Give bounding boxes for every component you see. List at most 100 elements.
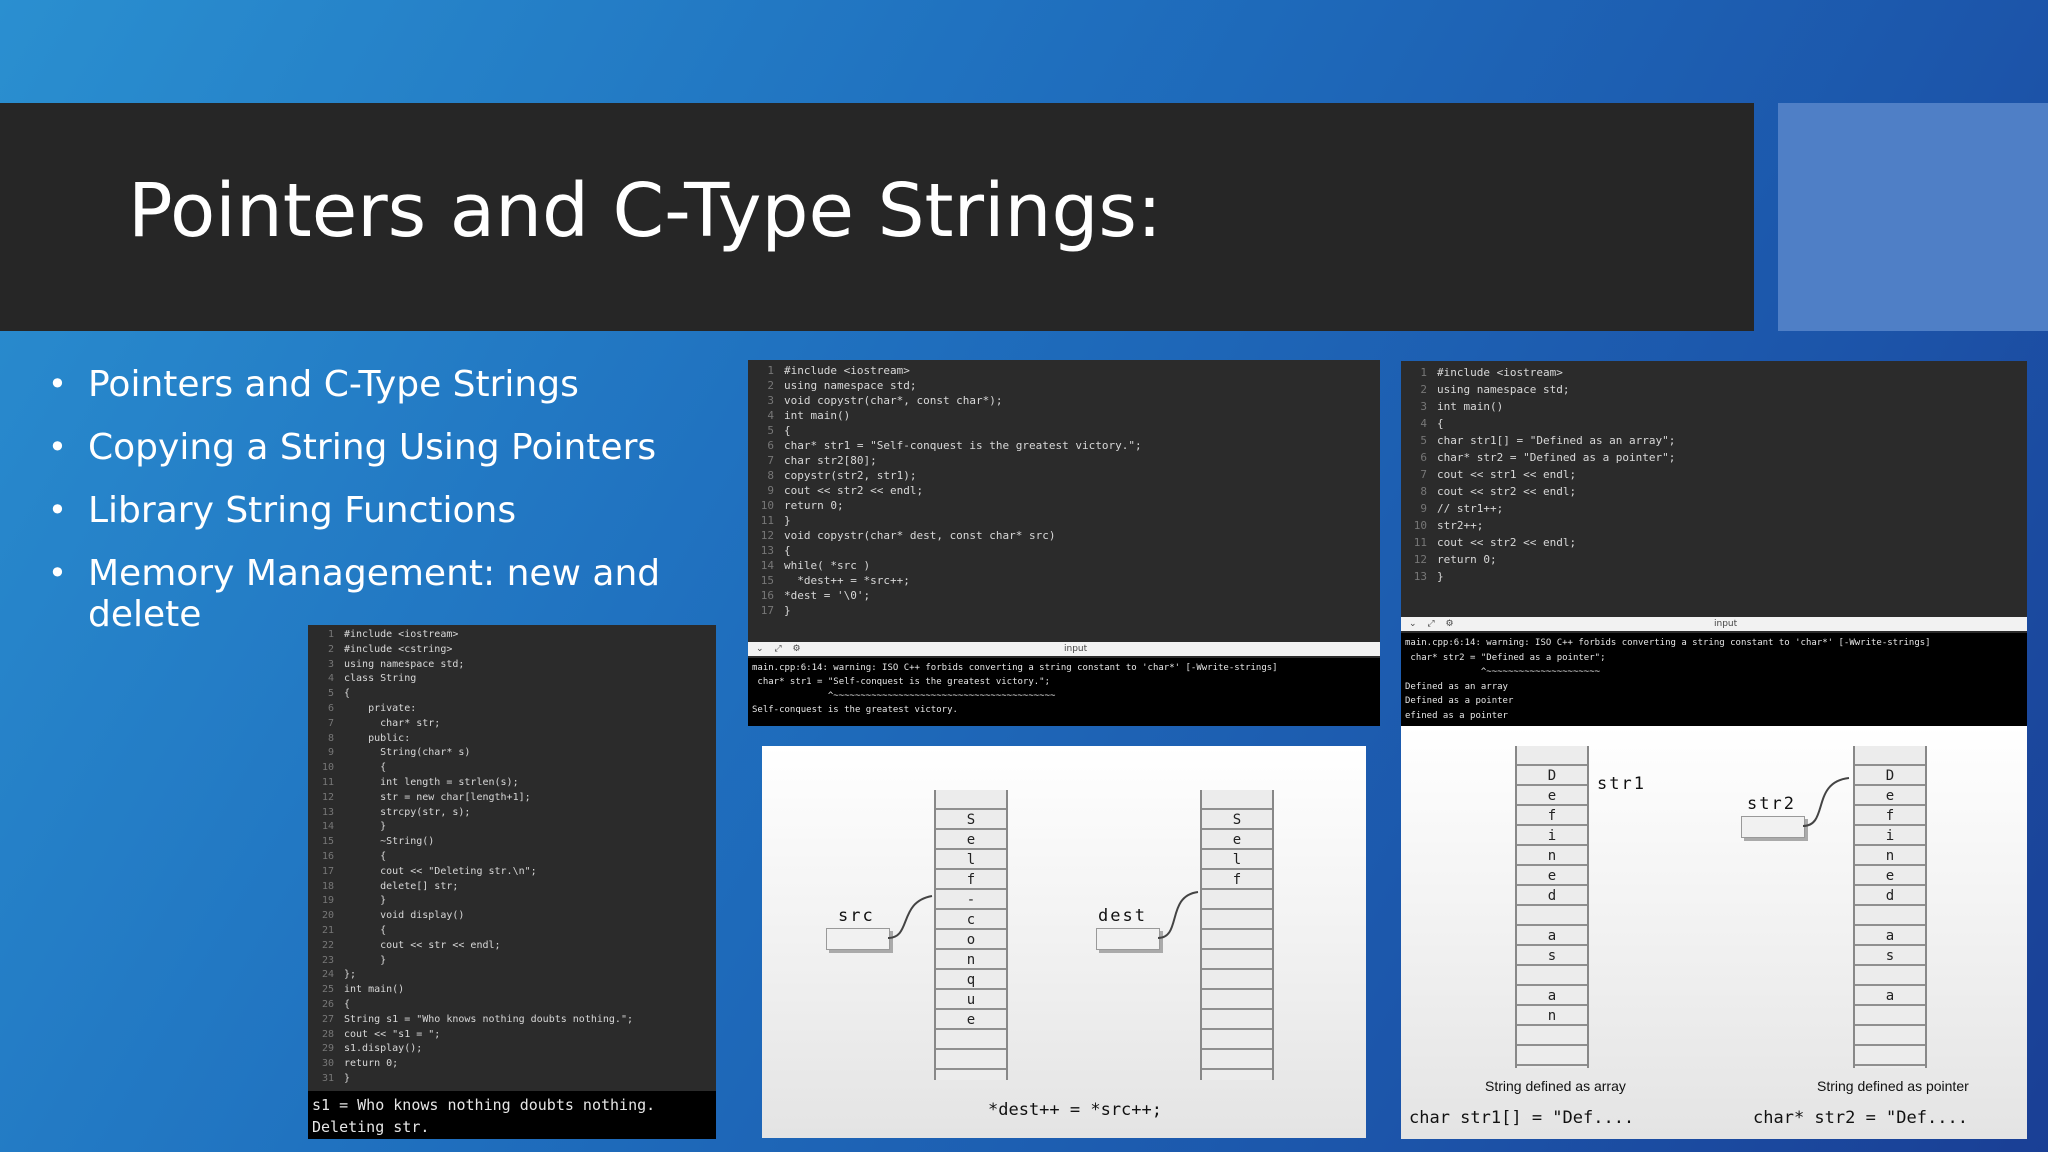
array-expression: char str1[] = "Def.... — [1409, 1108, 1635, 1128]
code-line: 14 } — [321, 821, 387, 833]
code-panel-class-string: 1#include <iostream>2#include <cstring>3… — [308, 625, 716, 1139]
output-line: char* str2 = "Defined as a pointer"; — [1405, 652, 1606, 663]
accent-block — [1778, 103, 2048, 331]
memory-cell: f — [966, 872, 976, 888]
bullet-list: Pointers and C-Type Strings Copying a St… — [48, 364, 708, 657]
output-line: s1 = Who knows nothing doubts nothing. — [312, 1096, 656, 1114]
memory-cell: l — [1232, 852, 1242, 868]
code-line: 13} — [1413, 570, 1444, 583]
memory-cell: D — [1885, 768, 1895, 784]
title-bar — [0, 103, 1754, 331]
memory-cell: e — [1885, 868, 1895, 884]
str2-pointer-box — [1741, 816, 1805, 838]
dest-pointer-box — [1096, 928, 1160, 950]
memory-cell: e — [966, 1012, 976, 1028]
str2-label: str2 — [1747, 794, 1796, 814]
console-output: s1 = Who knows nothing doubts nothing.De… — [308, 1091, 716, 1139]
memory-cell: S — [1232, 812, 1242, 828]
code-line: 13{ — [760, 544, 791, 557]
memory-cell: D — [1547, 768, 1557, 784]
output-toolbar: ⌄ ⤢ ⚙ input — [748, 642, 1380, 656]
output-line: ^~~~~~~~~~~~~~~~~~~~~~ — [1405, 667, 1601, 677]
memory-cell: n — [1547, 1008, 1557, 1024]
code-line: 15 ~String() — [321, 836, 435, 848]
code-line: 10 { — [321, 762, 387, 774]
pointer-arrow — [1802, 777, 1850, 827]
output-line: Defined as an array — [1405, 681, 1508, 692]
memory-cell: d — [1547, 888, 1557, 904]
code-line: 11 int length = strlen(s); — [321, 776, 519, 788]
memory-cell: e — [966, 832, 976, 848]
memory-cell: i — [1547, 828, 1557, 844]
code-line: 12 str = new char[length+1]; — [321, 791, 531, 803]
output-line: char* str1 = "Self-conquest is the great… — [752, 677, 1051, 687]
console-output: main.cpp:6:14: warning: ISO C++ forbids … — [748, 658, 1380, 726]
code-line: 17} — [760, 604, 791, 617]
memory-cell: e — [1547, 788, 1557, 804]
memory-cell: s — [1547, 948, 1557, 964]
settings-icon[interactable]: ⚙ — [1445, 619, 1454, 629]
code-line: 22 cout << str << endl; — [321, 939, 501, 951]
memory-cell: f — [1885, 808, 1895, 824]
output-toolbar: ⌄ ⤢ ⚙ input — [1401, 617, 2027, 631]
memory-cell: e — [1547, 868, 1557, 884]
memory-cell: l — [966, 852, 976, 868]
memory-cell: e — [1885, 788, 1895, 804]
code-line: 19 } — [321, 895, 387, 907]
code-line: 6 private: — [327, 702, 417, 714]
code-line: 9 String(char* s) — [327, 747, 471, 759]
code-line: 23 } — [321, 954, 387, 966]
memory-cell: S — [966, 812, 976, 828]
expand-icon[interactable]: ⤢ — [1427, 619, 1435, 629]
code-line: 9// str1++; — [1420, 502, 1504, 515]
input-label: input — [1064, 644, 1088, 654]
code-line: 17 cout << "Deleting str.\n"; — [321, 865, 537, 877]
memory-cell: n — [1885, 848, 1895, 864]
code-listing: 1#include <iostream>2#include <cstring>3… — [308, 625, 716, 1087]
code-line: 13 strcpy(str, s); — [321, 806, 471, 818]
output-line: Self-conquest is the greatest victory. — [752, 705, 958, 715]
pointer-caption: String defined as pointer — [1817, 1078, 1969, 1094]
memory-cell: - — [966, 892, 976, 908]
code-line: 16*dest = '\0'; — [760, 589, 871, 602]
chevron-down-icon[interactable]: ⌄ — [1409, 619, 1417, 629]
output-line: efined as a pointer — [1405, 710, 1508, 721]
settings-icon[interactable]: ⚙ — [792, 644, 801, 654]
expand-icon[interactable]: ⤢ — [774, 644, 782, 654]
memory-cell: a — [1547, 928, 1557, 944]
code-line: 31} — [321, 1072, 351, 1084]
memory-cell: u — [966, 992, 976, 1008]
memory-cell: f — [1232, 872, 1242, 888]
copy-expression: *dest++ = *src++; — [988, 1100, 1162, 1120]
chevron-down-icon[interactable]: ⌄ — [756, 644, 764, 654]
memory-cell: d — [1885, 888, 1895, 904]
memory-cell: n — [1547, 848, 1557, 864]
console-output: main.cpp:6:14: warning: ISO C++ forbids … — [1401, 633, 2027, 727]
code-line: 18 delete[] str; — [321, 880, 459, 892]
memory-cell: s — [1885, 948, 1895, 964]
